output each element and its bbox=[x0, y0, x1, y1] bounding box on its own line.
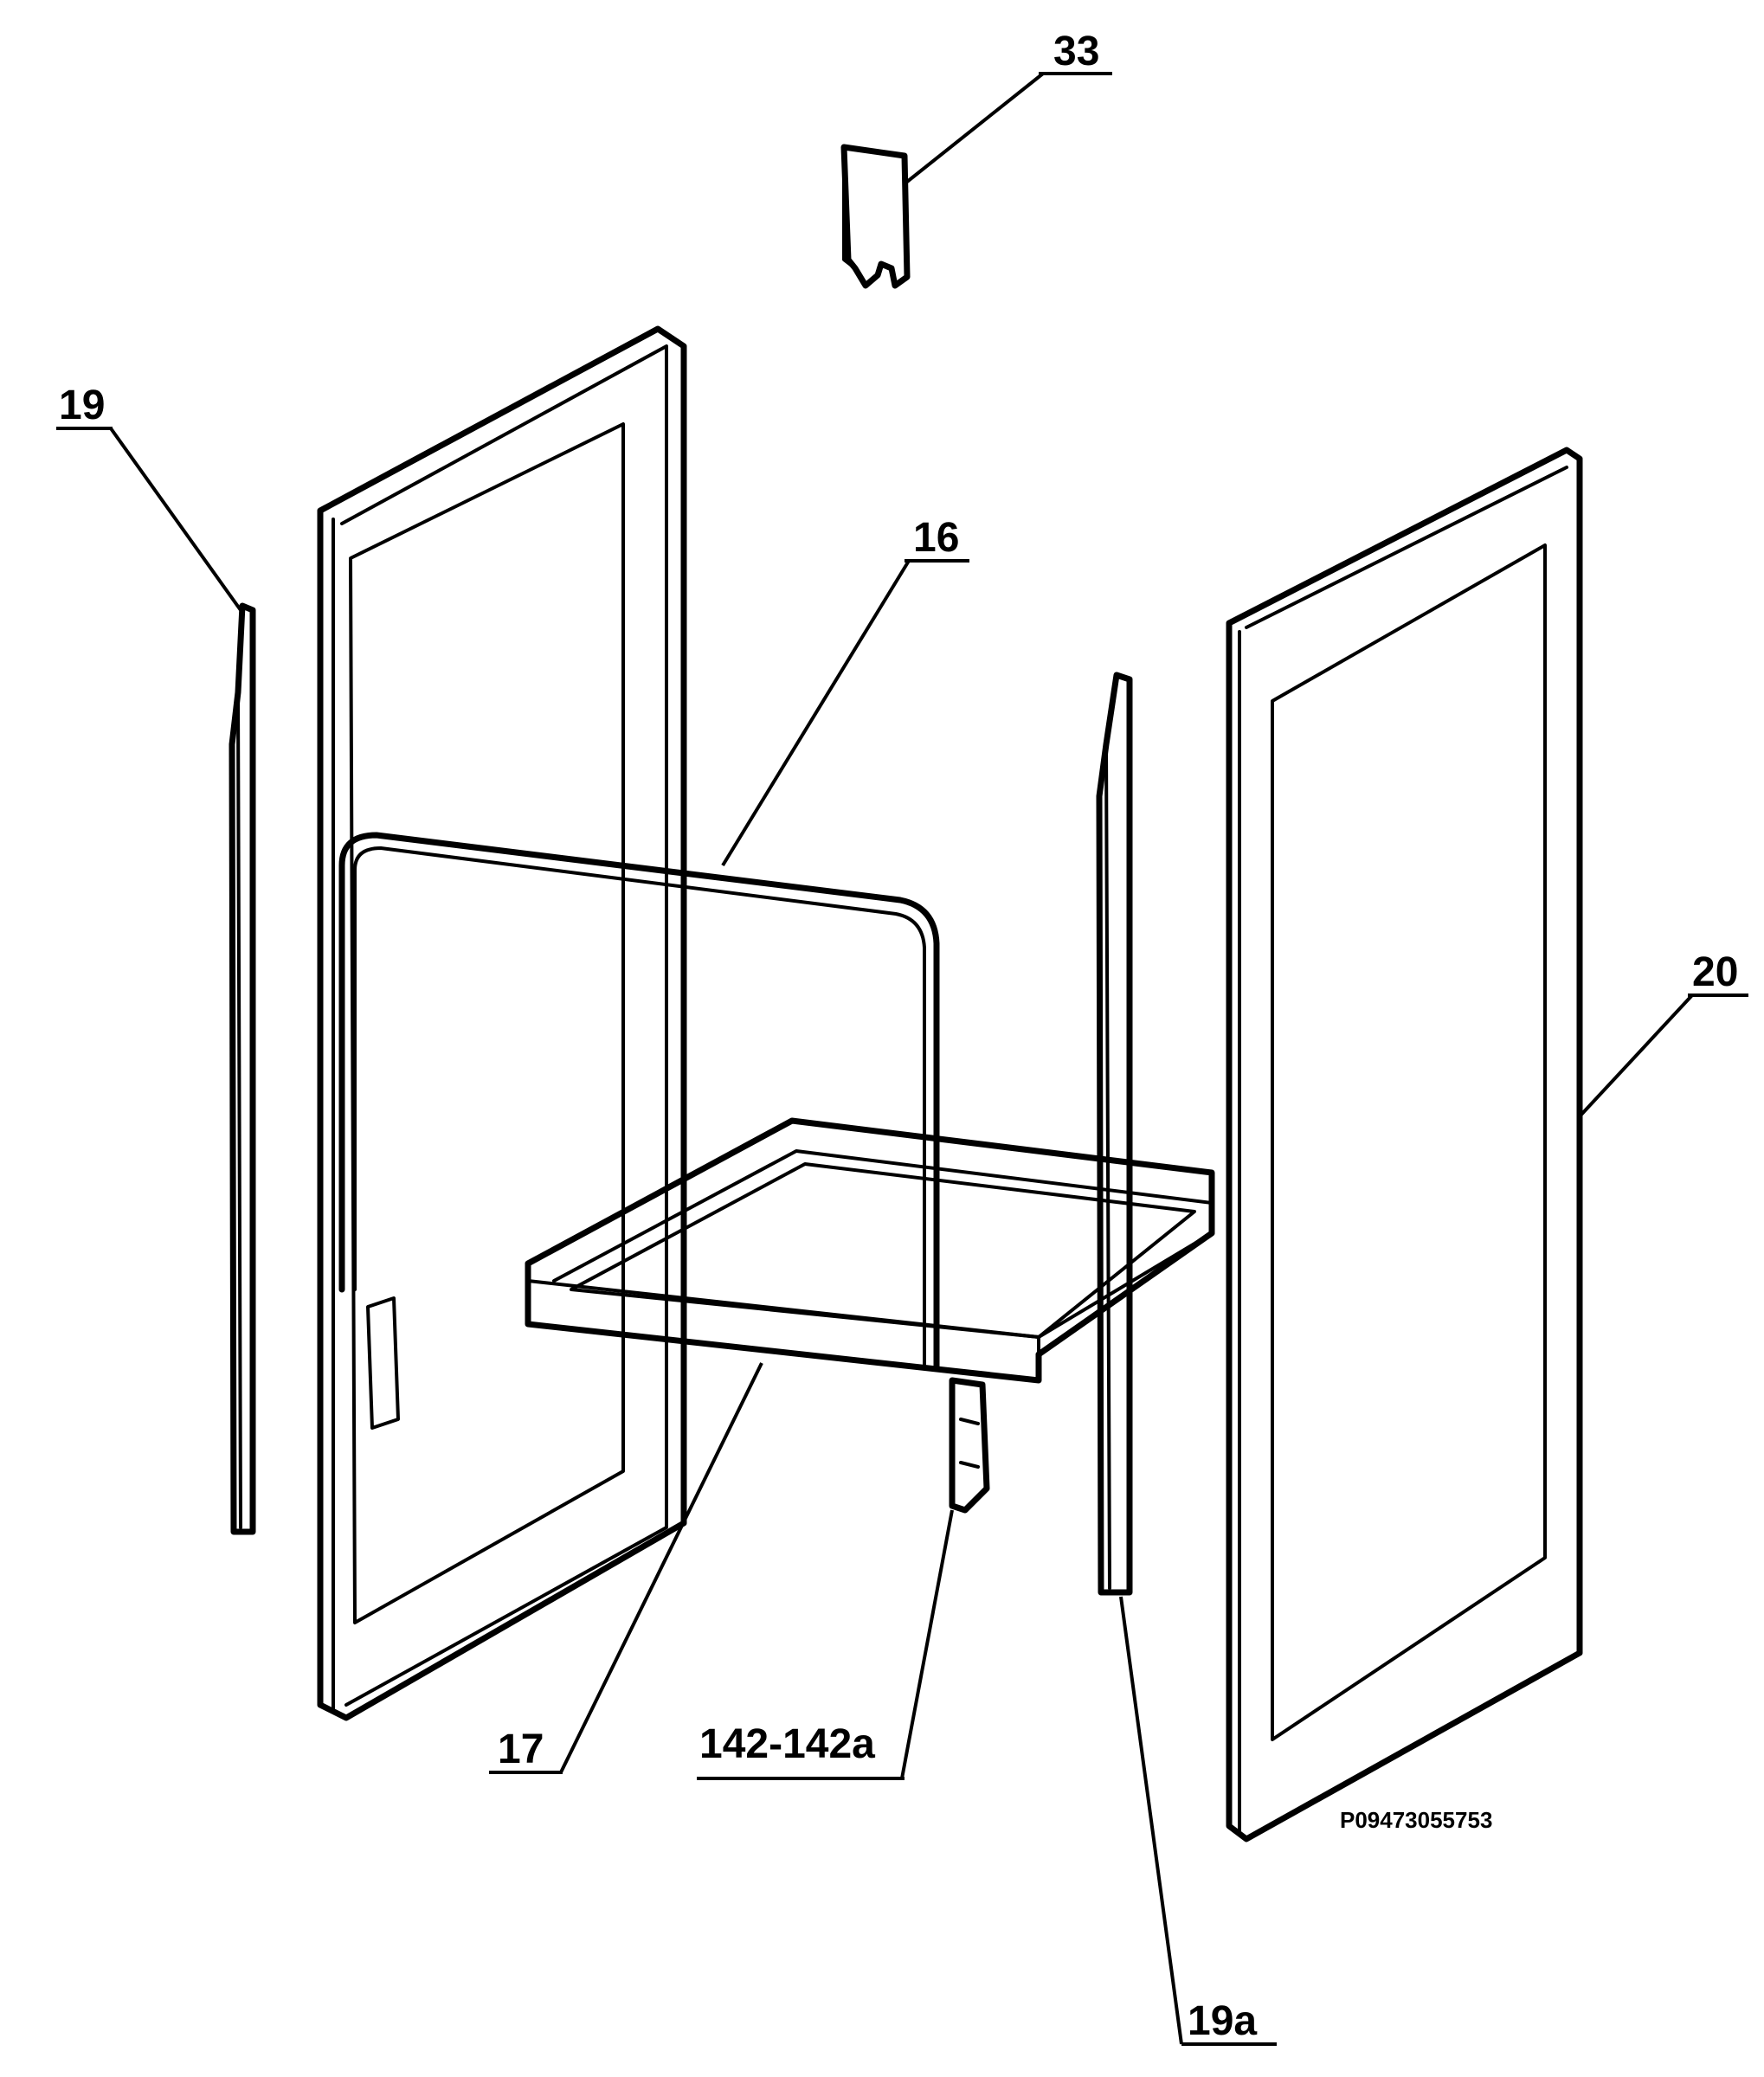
part-20-panel bbox=[1226, 447, 1583, 1842]
label-142-142a: 142-142a bbox=[699, 1721, 875, 1767]
label-16: 16 bbox=[913, 515, 960, 561]
part-16-rod bbox=[338, 832, 940, 1371]
part-142-hinge bbox=[949, 1377, 990, 1514]
leader-lines bbox=[56, 72, 1748, 2046]
part-33-clip bbox=[840, 144, 911, 289]
part-19-strip bbox=[229, 602, 256, 1535]
label-33: 33 bbox=[1053, 29, 1100, 74]
label-17: 17 bbox=[498, 1727, 544, 1772]
part-door-inner-frame bbox=[317, 325, 687, 1721]
drawing-code: P09473055753 bbox=[1340, 1807, 1493, 1833]
part-17-tray bbox=[525, 1117, 1215, 1384]
part-19a-strip bbox=[1096, 672, 1133, 1596]
label-19a: 19a bbox=[1188, 1998, 1258, 2044]
label-19: 19 bbox=[59, 383, 106, 428]
label-20: 20 bbox=[1692, 949, 1739, 995]
